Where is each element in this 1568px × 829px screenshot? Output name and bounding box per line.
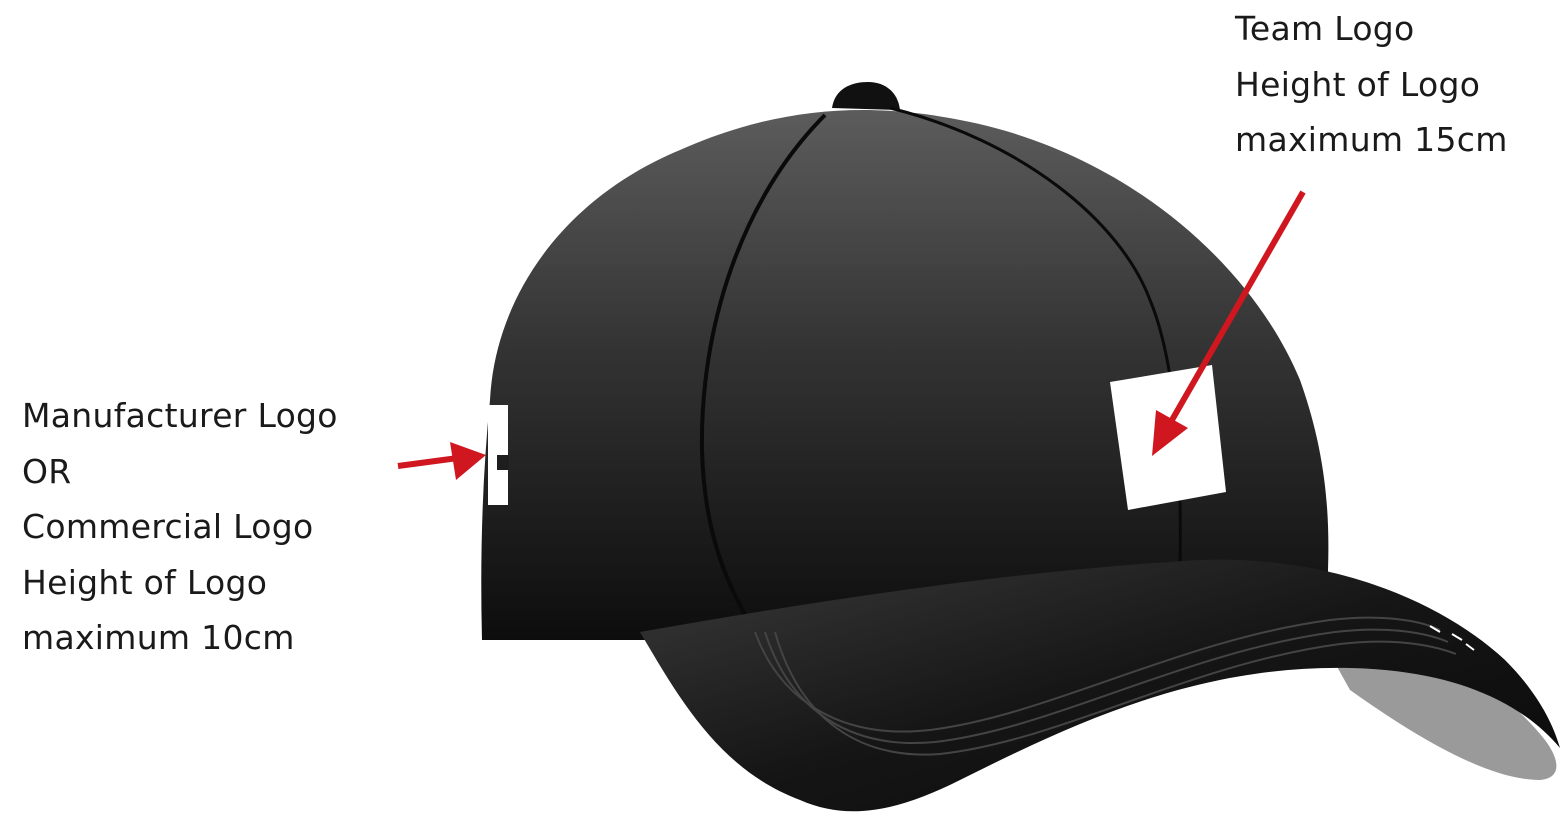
team-logo-height-label: Height of Logo xyxy=(1235,57,1508,113)
manufacturer-logo-height-label: Height of Logo xyxy=(22,555,338,611)
cap-side-notch xyxy=(497,455,509,470)
manufacturer-logo-title: Manufacturer Logo xyxy=(22,388,338,444)
manufacturer-logo-label: Manufacturer Logo OR Commercial Logo Hei… xyxy=(22,388,338,666)
cap-button xyxy=(832,82,900,110)
commercial-logo-title: Commercial Logo xyxy=(22,499,338,555)
manufacturer-arrow xyxy=(398,442,486,480)
team-logo-label: Team Logo Height of Logo maximum 15cm xyxy=(1235,1,1508,168)
team-logo-title: Team Logo xyxy=(1235,1,1508,57)
manufacturer-logo-max-size: maximum 10cm xyxy=(22,610,338,666)
team-logo-max-size: maximum 15cm xyxy=(1235,112,1508,168)
manufacturer-logo-or: OR xyxy=(22,444,338,500)
